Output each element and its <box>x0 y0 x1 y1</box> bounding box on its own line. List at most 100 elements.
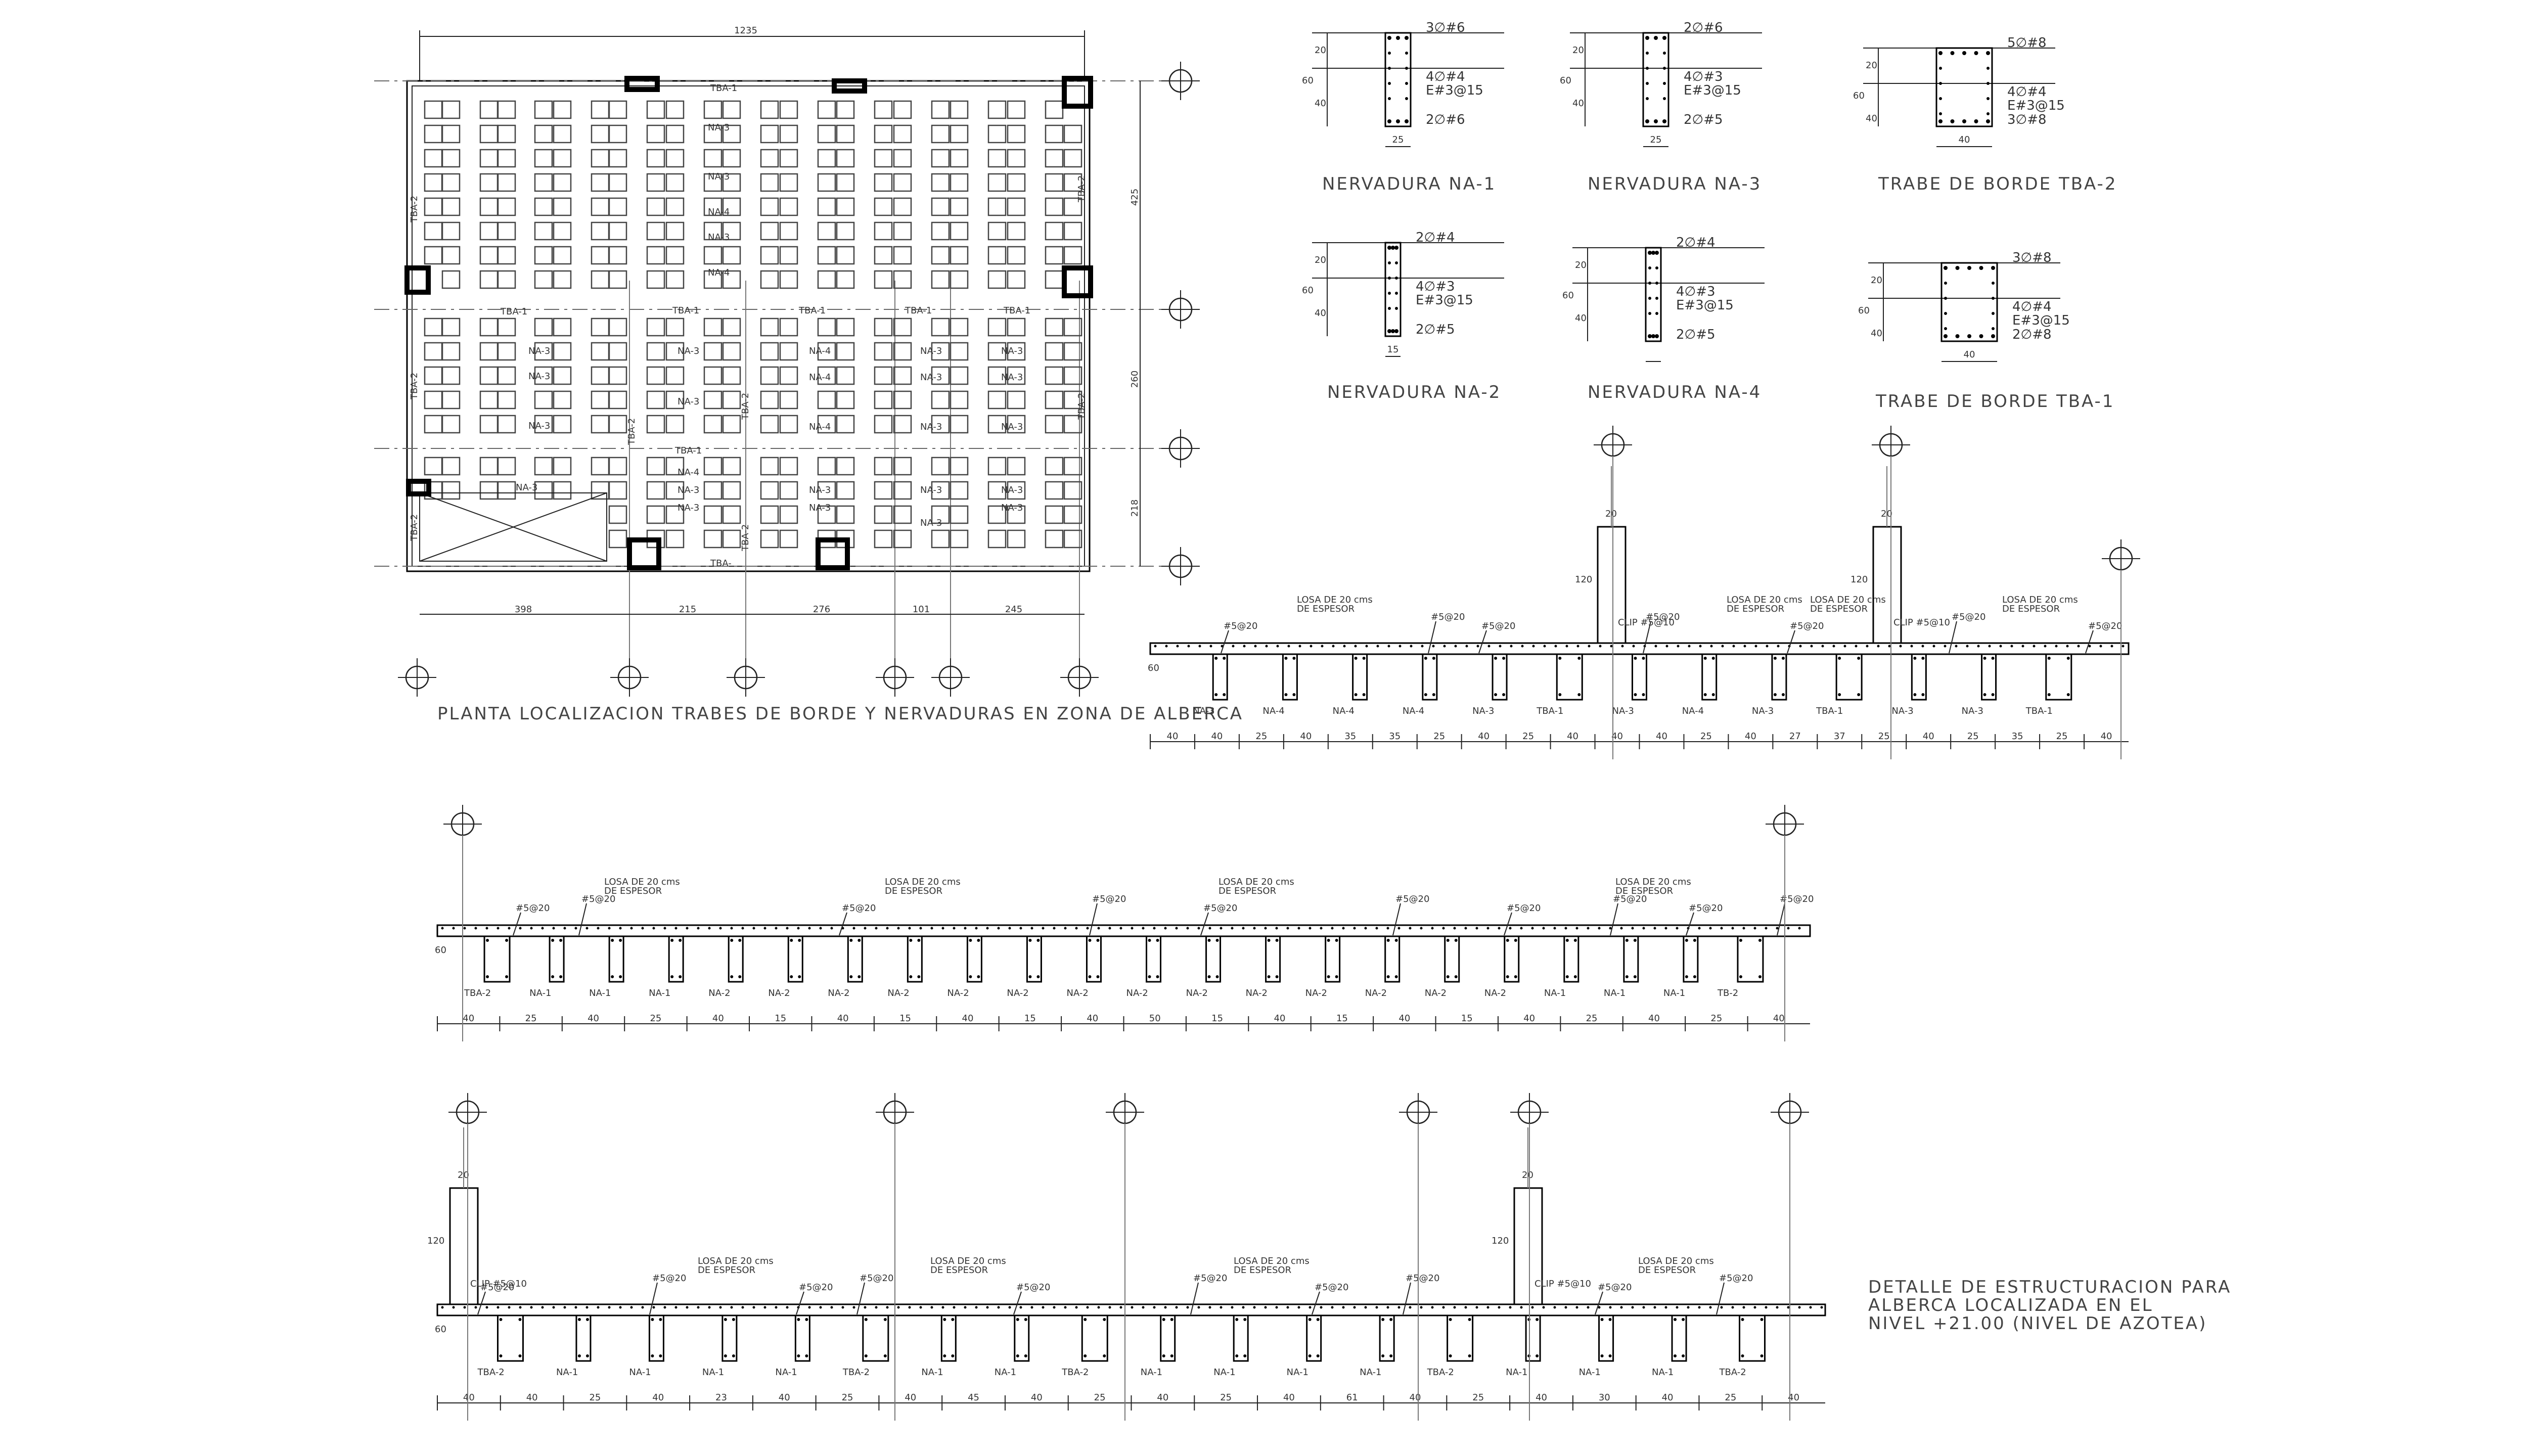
waffle-cell <box>497 124 516 144</box>
waffle-cell <box>703 505 723 524</box>
rib-label: TBA-2 <box>1061 1367 1089 1378</box>
waffle-cell <box>665 366 685 385</box>
section-width: 40 <box>1959 134 1970 145</box>
waffle-cell <box>646 197 665 216</box>
beam-label: TBA- <box>710 558 732 569</box>
waffle-cell <box>722 270 741 289</box>
waffle-cell <box>1045 221 1064 241</box>
waffle-cell <box>1045 149 1064 168</box>
waffle-cell <box>779 415 798 434</box>
rib-label: NA-2 <box>1484 988 1506 998</box>
waffle-cell <box>893 481 912 500</box>
rib-label: NA-1 <box>1506 1367 1527 1378</box>
waffle-cell <box>479 415 499 434</box>
elevation-dim: 45 <box>968 1392 979 1403</box>
waffle-cell <box>817 457 836 476</box>
column-marker <box>1062 76 1093 109</box>
rebar-top: 2∅#4 <box>1416 230 1455 245</box>
elevation-dim: 15 <box>775 1013 786 1024</box>
rib-label: NA-1 <box>1141 1367 1162 1378</box>
elevation-dim: 25 <box>1220 1392 1232 1403</box>
rib-label: NA-3 <box>708 171 730 182</box>
waffle-cell <box>497 246 516 265</box>
rib-label: NA-4 <box>1262 706 1284 716</box>
waffle-cell <box>987 100 1007 119</box>
waffle-cell <box>703 342 723 361</box>
plan-dim: 398 <box>515 604 532 615</box>
waffle-cell <box>534 100 553 119</box>
elevation-dim: 25 <box>1094 1392 1106 1403</box>
waffle-cell <box>479 197 499 216</box>
waffle-cell <box>591 366 610 385</box>
bar-note: #5@20 <box>1719 1273 1753 1284</box>
waffle-cell <box>1045 270 1064 289</box>
section-dim: 20 <box>1866 60 1877 71</box>
elevation-dim: 40 <box>837 1013 849 1024</box>
waffle-cell <box>931 246 950 265</box>
beam-label: TBA-2 <box>626 418 637 445</box>
waffle-cell <box>665 197 685 216</box>
rib-label: NA-3 <box>516 482 537 493</box>
slab-note: LOSA DE 20 cms <box>1810 595 1886 605</box>
waffle-cell <box>760 221 779 241</box>
waffle-cell <box>591 415 610 434</box>
slab-note: LOSA DE 20 cms <box>1615 877 1691 887</box>
waffle-cell <box>950 124 969 144</box>
waffle-cell <box>703 173 723 192</box>
waffle-cell <box>760 149 779 168</box>
slab-note: DE ESPESOR <box>1810 604 1868 614</box>
waffle-cell <box>1045 173 1064 192</box>
elevation-dim: 40 <box>1398 1013 1410 1024</box>
waffle-cell <box>534 124 553 144</box>
waffle-cell <box>987 505 1007 524</box>
waffle-cell <box>665 505 685 524</box>
waffle-cell <box>874 415 893 434</box>
waffle-cell <box>553 317 572 337</box>
waffle-cell <box>1007 246 1026 265</box>
slab-note: LOSA DE 20 cms <box>930 1256 1006 1266</box>
rib-label: NA-3 <box>678 503 699 513</box>
elevation-dim: 61 <box>1346 1392 1358 1403</box>
waffle-cell <box>760 366 779 385</box>
detail-note: DETALLE DE ESTRUCTURACION PARA ALBERCA L… <box>1868 1277 2230 1334</box>
rib-label: NA-4 <box>708 267 730 278</box>
rib-label: TB-2 <box>1717 988 1738 998</box>
waffle-cell <box>893 246 912 265</box>
waffle-cell <box>497 390 516 410</box>
waffle-cell <box>703 149 723 168</box>
detail-note-line: ALBERCA LOCALIZADA EN EL <box>1868 1295 2153 1315</box>
waffle-cell <box>817 100 836 119</box>
bar-note: #5@20 <box>1780 894 1814 904</box>
waffle-cell <box>703 390 723 410</box>
rib-label: NA-4 <box>1333 706 1355 716</box>
axis-bubble <box>931 658 970 697</box>
axis-bubble <box>727 658 765 697</box>
waffle-cell <box>646 457 665 476</box>
elevation-dim: 40 <box>1167 731 1179 742</box>
elevation-dim: 25 <box>1472 1392 1484 1403</box>
rib-label: NA-3 <box>1001 372 1023 383</box>
waffle-cell <box>1063 197 1082 216</box>
waffle-cell <box>1007 221 1026 241</box>
rib-label: NA-4 <box>809 372 831 383</box>
elevation-dim: 40 <box>1087 1013 1098 1024</box>
waffle-cell <box>497 317 516 337</box>
waffle-cell <box>424 390 443 410</box>
waffle-cell <box>665 124 685 144</box>
waffle-cell <box>722 342 741 361</box>
waffle-cell <box>931 221 950 241</box>
waffle-cell <box>779 457 798 476</box>
waffle-cell <box>760 270 779 289</box>
section-dim: 60 <box>1302 285 1314 296</box>
rib-label: NA-4 <box>708 207 730 217</box>
elevation-dim: 30 <box>1599 1392 1610 1403</box>
waffle-cell <box>591 173 610 192</box>
waffle-cell <box>665 481 685 500</box>
elevation-dim: 15 <box>1024 1013 1036 1024</box>
waffle-cell <box>836 366 855 385</box>
waffle-cell <box>1007 149 1026 168</box>
waffle-cell <box>817 149 836 168</box>
elevation-dim: 40 <box>1274 1013 1286 1024</box>
stirrup-spec: E#3@15 <box>1416 293 1473 308</box>
waffle-cell <box>931 529 950 549</box>
